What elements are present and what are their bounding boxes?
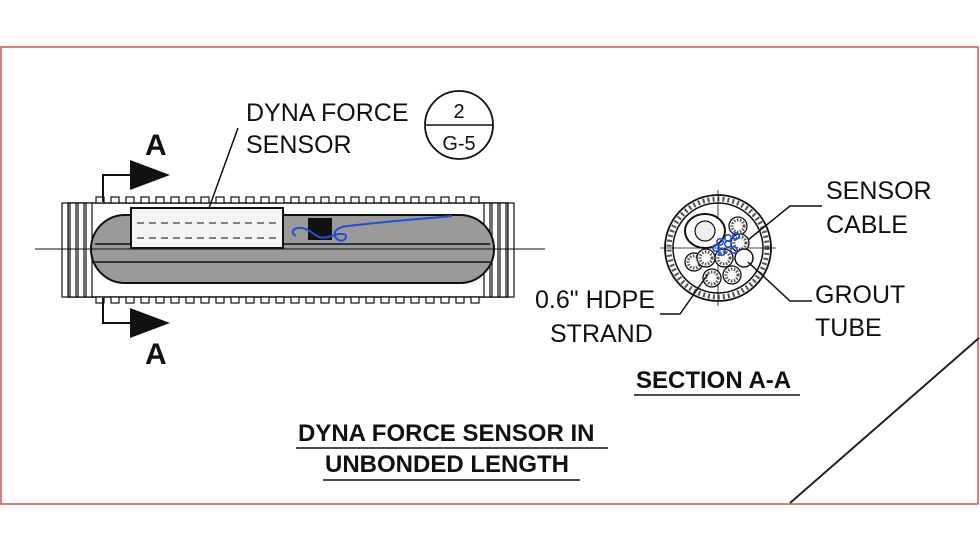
duct-corrugation xyxy=(140,196,150,204)
main-title-line1: DYNA FORCE SENSOR IN xyxy=(298,420,594,447)
duct-corrugation xyxy=(320,296,330,304)
duct-corrugation xyxy=(290,196,300,204)
strand-label-line1: 0.6" HDPE xyxy=(535,286,655,314)
duct-corrugation xyxy=(260,296,270,304)
strand-section xyxy=(722,265,742,285)
duct-end-ring xyxy=(77,202,85,298)
sensor-cable-label-line2: CABLE xyxy=(826,211,908,239)
duct-corrugation xyxy=(440,296,450,304)
duct-corrugation xyxy=(110,296,120,304)
sensor-wire-section xyxy=(711,244,720,253)
duct-corrugation xyxy=(290,296,300,304)
duct-corrugation xyxy=(215,296,225,304)
sensor-wire-section xyxy=(715,238,724,247)
drawing-frame xyxy=(0,46,979,505)
section-arrow-icon xyxy=(102,160,170,202)
sensor-wire-section xyxy=(723,234,732,243)
duct-corrugation xyxy=(365,196,375,204)
frame-diagonal-line xyxy=(789,337,980,504)
duct-corrugation xyxy=(425,196,435,204)
detail-ref-number: 2 xyxy=(453,101,464,123)
duct-corrugation xyxy=(245,296,255,304)
duct-corrugation xyxy=(350,296,360,304)
duct-corrugation xyxy=(185,296,195,304)
duct-corrugation xyxy=(365,296,375,304)
strand-label-line2: STRAND xyxy=(550,320,653,348)
duct-corrugation xyxy=(170,196,180,204)
duct-corrugation xyxy=(425,296,435,304)
dyna-force-sensor-body xyxy=(130,207,284,249)
sensor-leader-line xyxy=(208,127,239,209)
duct-corrugation xyxy=(200,196,210,204)
sensor-label-line1: DYNA FORCE xyxy=(246,99,409,127)
duct-corrugation xyxy=(260,196,270,204)
duct-end-ring xyxy=(507,202,515,298)
duct-corrugation xyxy=(305,196,315,204)
duct-corrugation xyxy=(395,296,405,304)
sensor-cable-label-line1: SENSOR xyxy=(826,177,932,205)
duct-corrugation xyxy=(455,196,465,204)
duct-end-ring xyxy=(61,202,69,298)
duct-corrugation xyxy=(380,196,390,204)
duct-corrugation xyxy=(440,196,450,204)
duct-corrugation xyxy=(320,196,330,204)
duct-corrugation xyxy=(410,296,420,304)
sensor-wire-section xyxy=(729,246,738,255)
duct-corrugation xyxy=(455,296,465,304)
duct-corrugation xyxy=(335,296,345,304)
strand-section xyxy=(696,248,716,268)
duct-corrugation xyxy=(155,296,165,304)
sensor-wire-section xyxy=(717,248,726,257)
duct-corrugation xyxy=(230,196,240,204)
duct-corrugation xyxy=(215,196,225,204)
duct-corrugation xyxy=(470,196,480,204)
section-title: SECTION A-A xyxy=(636,367,791,394)
duct-corrugation xyxy=(305,296,315,304)
strand-leader xyxy=(660,273,709,315)
section-cut-label-bottom: A xyxy=(145,338,167,371)
grout-tube-label-line2: TUBE xyxy=(815,314,882,342)
duct-corrugation xyxy=(275,296,285,304)
main-title-line2: UNBONDED LENGTH xyxy=(325,451,569,478)
sensor-wire-section xyxy=(731,232,740,241)
grout-tube-leader xyxy=(747,261,812,302)
duct-corrugation xyxy=(125,196,135,204)
section-a-a-view xyxy=(660,190,776,306)
strand-section xyxy=(728,216,748,236)
duct-corrugation xyxy=(410,196,420,204)
sensor-cable xyxy=(291,215,453,242)
duct-corrugation xyxy=(155,196,165,204)
grout-tube-label-line1: GROUT xyxy=(815,281,905,309)
sensor-cable-leader xyxy=(747,205,822,241)
duct-corrugation xyxy=(110,196,120,204)
duct-end-ring xyxy=(69,202,77,298)
strand-section xyxy=(714,248,734,268)
duct-corrugation xyxy=(380,296,390,304)
duct-corrugation xyxy=(170,296,180,304)
duct-corrugation xyxy=(395,196,405,204)
duct-corrugation xyxy=(470,296,480,304)
sensor-label-line2: SENSOR xyxy=(246,131,352,159)
duct-corrugation xyxy=(125,296,135,304)
detail-callout-circle-icon xyxy=(424,90,494,160)
detail-ref-sheet: G-5 xyxy=(442,133,475,155)
duct-corrugation xyxy=(200,296,210,304)
duct-corrugation xyxy=(350,196,360,204)
duct-corrugation xyxy=(245,196,255,204)
section-cut-label-top: A xyxy=(145,129,167,162)
duct-end-ring xyxy=(499,202,507,298)
section-arrow-icon xyxy=(102,298,170,338)
duct-corrugation xyxy=(140,296,150,304)
duct-corrugation xyxy=(185,196,195,204)
duct-corrugation xyxy=(275,196,285,204)
duct-corrugation xyxy=(335,196,345,204)
duct-corrugation xyxy=(230,296,240,304)
